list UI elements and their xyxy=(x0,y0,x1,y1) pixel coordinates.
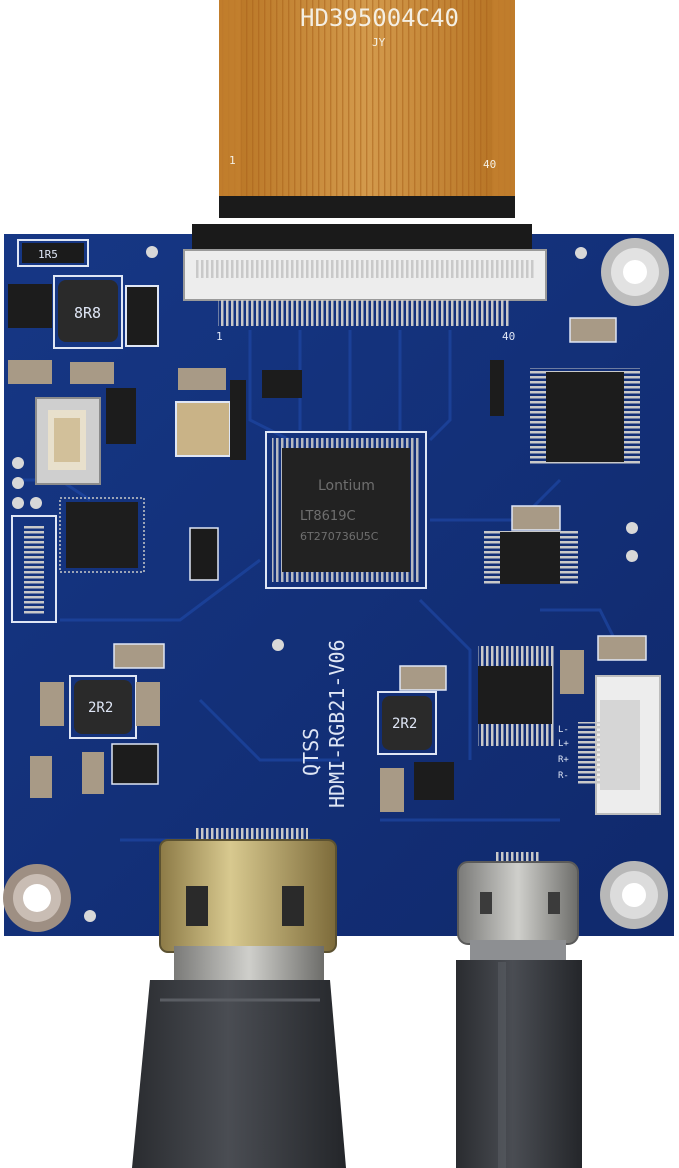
chip-model: LT8619C xyxy=(300,509,356,524)
tactile-button xyxy=(35,397,101,485)
ribbon-pin-start: 1 xyxy=(229,154,236,167)
inductor-top-label: 8R8 xyxy=(74,304,101,322)
audio-connector: L- L+ R+ R- xyxy=(558,675,661,815)
mini-hdmi-connector xyxy=(159,828,337,984)
mounting-hole-top-right xyxy=(601,238,669,306)
ic-audio-amp xyxy=(478,646,556,746)
silkscreen-brand: QTSS xyxy=(299,728,323,776)
ic-right-mid xyxy=(484,530,578,586)
ribbon-part-number: HD395004C40 xyxy=(300,4,459,32)
hdmi-cable xyxy=(132,980,346,1168)
inductor-mid: 2R2 xyxy=(377,691,437,755)
connector-pin-end: 40 xyxy=(502,330,515,343)
ic-left xyxy=(59,497,145,573)
audio-pin-4: R- xyxy=(558,771,569,781)
silkscreen-model: HDMI-RGB21-V06 xyxy=(325,639,349,808)
mounting-hole-bottom-left xyxy=(3,864,71,932)
audio-pin-2: L+ xyxy=(558,739,569,749)
main-chip: Lontium LT8619C 6T270736U5C xyxy=(265,431,427,589)
audio-pin-1: L- xyxy=(558,725,569,735)
top-left-components: 1R5 8R8 xyxy=(8,239,302,460)
silkscreen-label: QTSS HDMI-RGB21-V06 xyxy=(299,639,349,808)
resistor-label: 1R5 xyxy=(38,248,58,261)
inductor-left: 2R2 xyxy=(69,675,137,739)
mounting-hole-bottom-right xyxy=(600,861,668,929)
connector-pin-start: 1 xyxy=(216,330,223,343)
transistor xyxy=(189,527,219,581)
chip-brand: Lontium xyxy=(318,478,375,494)
audio-pin-3: R+ xyxy=(558,755,569,765)
usb-cable xyxy=(456,960,582,1168)
inductor-left-label: 2R2 xyxy=(88,700,113,716)
ribbon-cable: HD395004C40 JY 1 40 xyxy=(219,0,515,218)
inductor-mid-label: 2R2 xyxy=(392,716,417,732)
ribbon-code: JY xyxy=(372,36,386,49)
ic-right-top xyxy=(530,368,640,464)
micro-usb-connector xyxy=(457,852,579,966)
ribbon-pin-end: 40 xyxy=(483,158,496,171)
fpc-connector: 1 40 xyxy=(183,224,547,343)
left-header xyxy=(11,515,57,623)
chip-batch: 6T270736U5C xyxy=(300,530,379,543)
